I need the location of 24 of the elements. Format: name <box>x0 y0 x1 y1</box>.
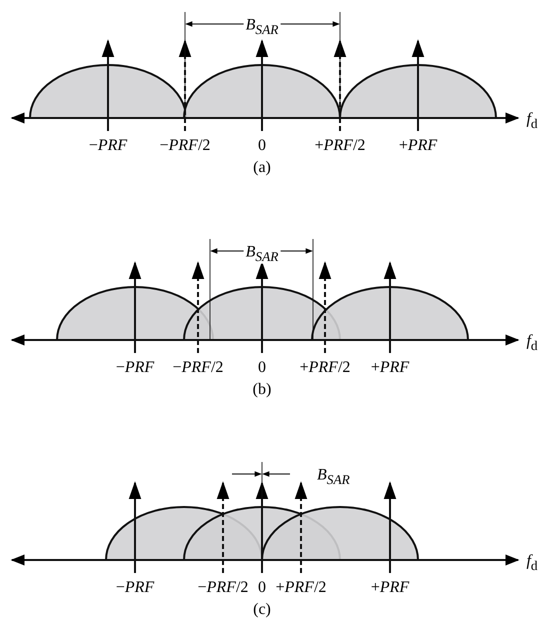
tick-label: −PRF/2 <box>198 580 248 596</box>
tick-label: 0 <box>258 580 266 596</box>
tick-label: −PRF/2 <box>172 360 224 376</box>
tick-label: +PRF/2 <box>314 138 366 154</box>
tick-label: +PRF/2 <box>300 360 350 376</box>
bandwidth-label: B$_{SAR}$ <box>315 468 352 486</box>
tick-label: +PRF <box>398 138 438 154</box>
tick-label: +PRF <box>370 580 410 596</box>
bandwidth-label: B$_{SAR}$ <box>244 244 280 264</box>
axis-label: f$_{d}$ <box>526 334 538 352</box>
tick-label: 0 <box>258 138 266 154</box>
axis-label: f$_{d}$ <box>526 554 538 572</box>
panel-caption: (c) <box>253 602 271 618</box>
panel-caption: (b) <box>252 382 272 398</box>
tick-label: 0 <box>258 360 266 376</box>
tick-label: −PRF <box>88 138 128 154</box>
tick-label: −PRF <box>116 580 154 596</box>
axis-label: f$_{d}$ <box>526 112 538 130</box>
tick-label: +PRF <box>370 360 410 376</box>
tick-label: +PRF/2 <box>276 580 326 596</box>
tick-label: −PRF/2 <box>160 138 210 154</box>
tick-label: −PRF <box>116 360 154 376</box>
bandwidth-label: B$_{SAR}$ <box>244 18 280 36</box>
panel-caption: (a) <box>253 160 271 176</box>
